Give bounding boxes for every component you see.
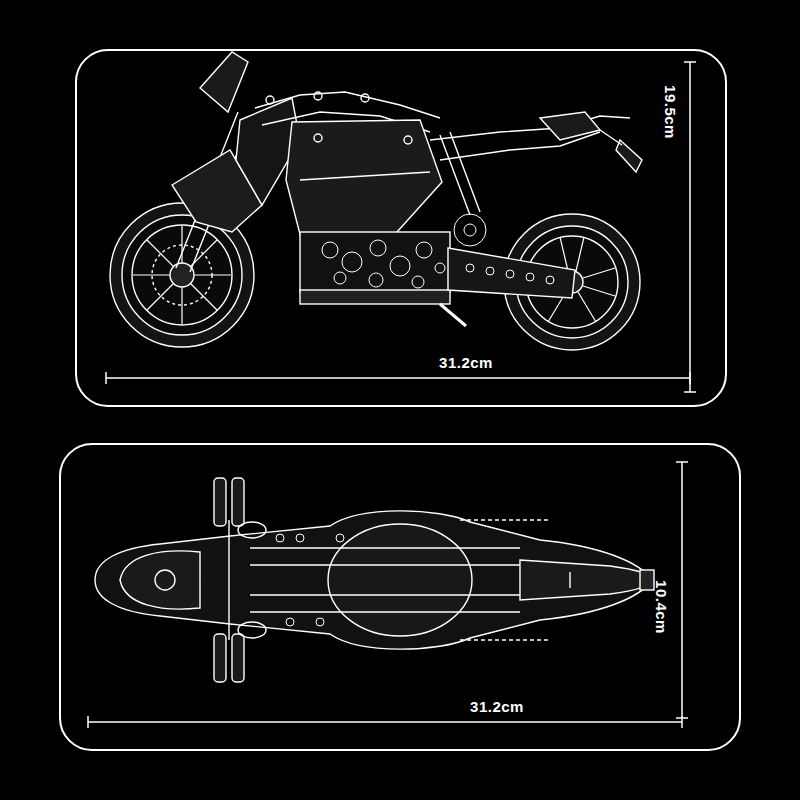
side-view-panel bbox=[76, 50, 726, 406]
dimension-label: 19.5cm bbox=[663, 85, 678, 139]
top-view-panel bbox=[60, 444, 740, 750]
dimension-label: 10.4cm bbox=[654, 580, 669, 634]
dimension-label: 31.2cm bbox=[439, 355, 493, 370]
top-view-motorcycle bbox=[95, 478, 654, 682]
side-view-motorcycle bbox=[110, 52, 642, 350]
dimension-lines bbox=[88, 62, 696, 728]
dimension-label: 31.2cm bbox=[470, 699, 524, 714]
